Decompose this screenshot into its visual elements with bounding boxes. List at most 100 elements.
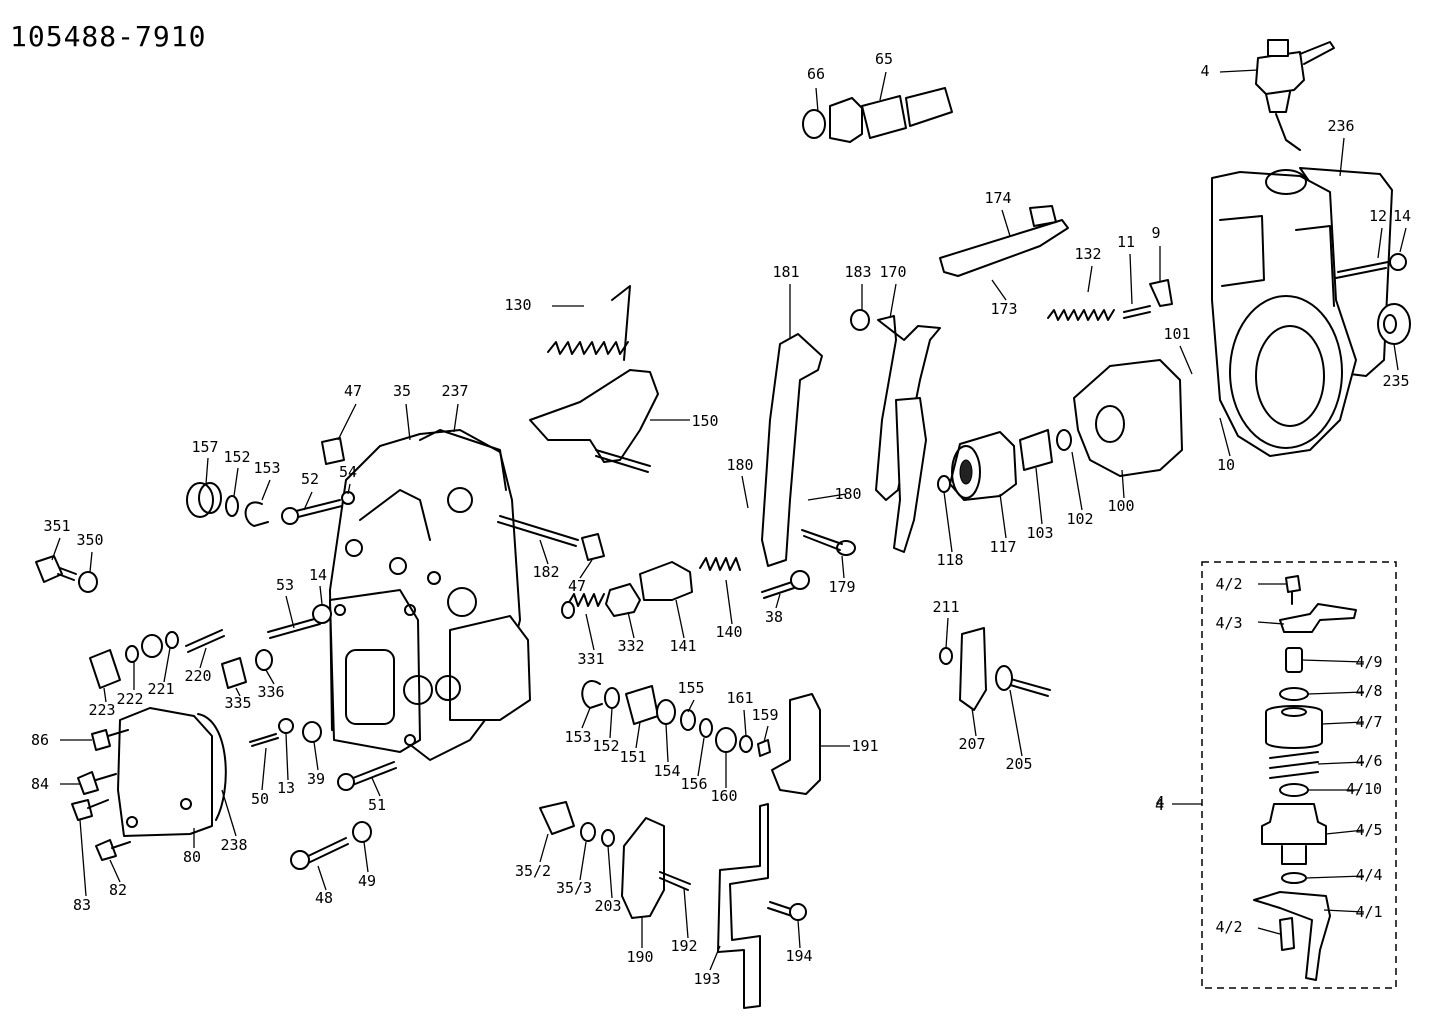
- part-117-bearing: [949, 431, 1017, 501]
- part-331-spring: [561, 593, 605, 619]
- part-label-13: 13: [277, 779, 295, 797]
- part-label-151: 151: [619, 748, 646, 766]
- part-86-bolt: [91, 729, 111, 751]
- part-156-washer: [699, 718, 713, 738]
- part-label-47: 47: [568, 577, 586, 595]
- part-157-plug: [186, 482, 222, 518]
- part-label-11: 11: [1117, 233, 1135, 251]
- part-221-washer: [165, 631, 179, 649]
- part-203-washer: [601, 829, 615, 847]
- part-4-solenoid: [1255, 39, 1335, 151]
- part-label-221: 221: [147, 680, 174, 698]
- part-label-86: 86: [31, 731, 49, 749]
- part-label-101: 101: [1163, 325, 1190, 343]
- part-label-180: 180: [834, 485, 861, 503]
- part-label-203: 203: [594, 897, 621, 915]
- part-83-bolt: [71, 799, 93, 821]
- part-label-159: 159: [751, 706, 778, 724]
- part-label-118: 118: [936, 551, 963, 569]
- part-237-flange: [329, 589, 531, 753]
- part-label-205: 205: [1005, 755, 1032, 773]
- part-35-3-washer: [580, 822, 596, 842]
- part-label-173: 173: [990, 300, 1017, 318]
- part-label-223: 223: [88, 701, 115, 719]
- part-223-cap: [89, 649, 121, 689]
- part-label-14: 14: [1393, 207, 1411, 225]
- part-222-nut: [141, 634, 163, 658]
- part-65-sensor: [802, 87, 953, 143]
- part-103-sleeve: [1019, 429, 1053, 471]
- part-label-181: 181: [772, 263, 799, 281]
- part-label-155: 155: [677, 679, 704, 697]
- part-350-washer: [78, 571, 98, 593]
- part-52-bolt: [291, 499, 343, 519]
- part-161-washer: [739, 735, 753, 753]
- part-label-49: 49: [358, 872, 376, 890]
- part-182-rod: [497, 515, 579, 547]
- part-100-governor: [1073, 359, 1183, 477]
- part-label-84: 84: [31, 775, 49, 793]
- part-183-nut: [850, 309, 870, 331]
- part-label-54: 54: [339, 463, 357, 481]
- part-84-bolt: [77, 771, 99, 795]
- part-label-117: 117: [989, 538, 1016, 556]
- part-label-156: 156: [680, 775, 707, 793]
- part-label-4-1: 4/1: [1355, 903, 1382, 921]
- leader-lines: [51, 69, 1407, 971]
- part-label-102: 102: [1066, 510, 1093, 528]
- part-label-211: 211: [932, 598, 959, 616]
- part-label-222: 222: [116, 690, 143, 708]
- parts-artwork: [35, 39, 1411, 1009]
- part-label-53: 53: [276, 576, 294, 594]
- part-label-350: 350: [76, 531, 103, 549]
- part-label-193: 193: [693, 970, 720, 988]
- part-label-140: 140: [715, 623, 742, 641]
- part-label-4-6: 4/6: [1355, 752, 1382, 770]
- part-39-nut: [302, 721, 322, 743]
- part-207-bracket: [959, 627, 987, 711]
- part-label-82: 82: [109, 881, 127, 899]
- part-label-161: 161: [726, 689, 753, 707]
- part-118-washer: [937, 475, 951, 493]
- part-150-lever: [529, 369, 659, 463]
- part-351-bolt: [35, 555, 63, 583]
- kit-label: 4: [1155, 796, 1164, 814]
- part-179-pin: [801, 529, 843, 551]
- part-label-130: 130: [504, 296, 531, 314]
- part-332-nut: [605, 583, 641, 617]
- part-label-52: 52: [301, 470, 319, 488]
- part-155-washer: [680, 709, 696, 731]
- part-181-link: [761, 333, 823, 567]
- part-label-141: 141: [669, 637, 696, 655]
- part-193-bracket: [717, 803, 769, 1009]
- part-38-bolt: [761, 581, 795, 599]
- part-label-48: 48: [315, 889, 333, 907]
- part-label-180: 180: [726, 456, 753, 474]
- part-label-220: 220: [184, 667, 211, 685]
- part-label-331: 331: [577, 650, 604, 668]
- part-47-plug-b: [581, 533, 605, 561]
- part-51-bolt: [347, 761, 397, 787]
- part-label-10: 10: [1217, 456, 1235, 474]
- part-label-4-2: 4/2: [1215, 918, 1242, 936]
- part-153-circlip-b: [581, 680, 603, 709]
- part-label-80: 80: [183, 848, 201, 866]
- part-132-spring: [1047, 309, 1115, 321]
- part-label-183: 183: [844, 263, 871, 281]
- part-191-lever: [771, 693, 821, 795]
- part-170-lever-b: [893, 397, 927, 553]
- part-label-9: 9: [1151, 224, 1160, 242]
- part-label-336: 336: [257, 683, 284, 701]
- part-141-fitting: [639, 561, 693, 601]
- part-12-bolt: [1335, 261, 1389, 279]
- part-label-4-3: 4/3: [1215, 614, 1242, 632]
- part-label-174: 174: [984, 189, 1011, 207]
- part-label-332: 332: [617, 637, 644, 655]
- part-label-191: 191: [851, 737, 878, 755]
- part-label-83: 83: [73, 896, 91, 914]
- part-label-50: 50: [251, 790, 269, 808]
- part-label-207: 207: [958, 735, 985, 753]
- part-label-238: 238: [220, 836, 247, 854]
- part-140-spring: [699, 557, 741, 571]
- part-label-153: 153: [253, 459, 280, 477]
